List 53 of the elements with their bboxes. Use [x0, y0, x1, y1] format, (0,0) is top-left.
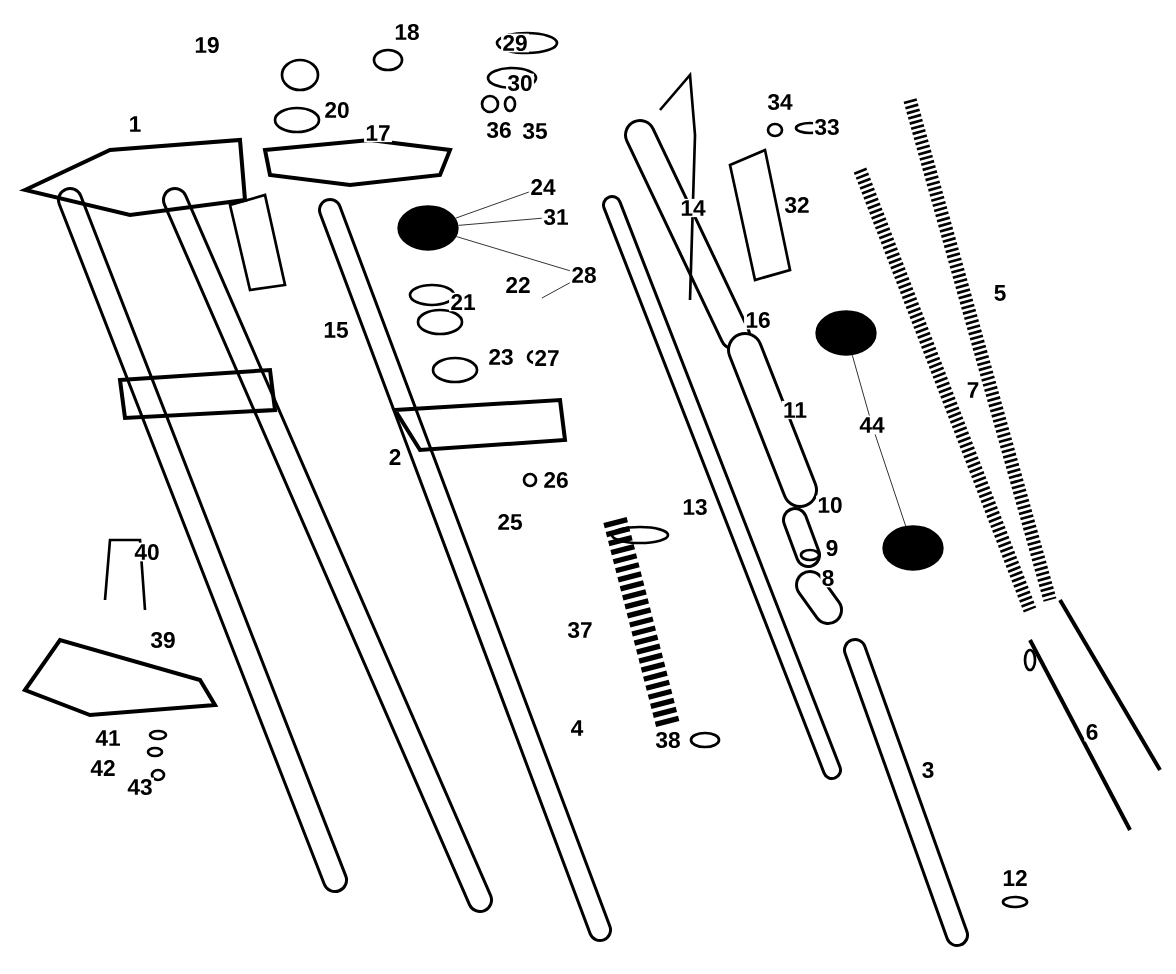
- callout-number: 43: [126, 777, 154, 797]
- callout-number: 44: [859, 417, 885, 433]
- callout-number: 23: [487, 347, 515, 367]
- leader-line: [456, 236, 571, 272]
- callout-number: 6: [1084, 722, 1100, 742]
- callout-number: 2: [387, 447, 403, 467]
- callout-number: 31: [543, 208, 568, 226]
- callout-number: 36: [485, 120, 513, 140]
- callout-number: 41: [94, 728, 122, 748]
- callout-number: 25: [496, 512, 524, 532]
- callout-number: 8: [820, 568, 836, 588]
- callout-number: 29: [501, 33, 529, 53]
- callout-number: 22: [504, 275, 532, 295]
- leader-line: [851, 354, 870, 416]
- callout-number: 10: [816, 495, 844, 515]
- callout-number: 7: [965, 380, 981, 400]
- callout-number: 16: [744, 310, 772, 330]
- callout-number: 38: [654, 730, 682, 750]
- callout-number: 18: [393, 22, 421, 42]
- callout-number: 3: [920, 760, 936, 780]
- callout-number: 34: [766, 92, 794, 112]
- callout-number: 33: [813, 117, 841, 137]
- callout-number: 39: [149, 630, 177, 650]
- nut-picture: [882, 525, 944, 571]
- callout-number: 15: [322, 320, 350, 340]
- callout-number: 1: [127, 114, 143, 134]
- callout-number: 21: [449, 292, 477, 312]
- nut-picture: [815, 310, 877, 356]
- callout-number: 40: [133, 542, 161, 562]
- callout-number: 4: [569, 718, 585, 738]
- callout-number: 11: [781, 400, 809, 420]
- callout-number: 35: [521, 121, 549, 141]
- callout-number: 28: [572, 266, 596, 284]
- callout-number: 12: [1001, 868, 1029, 888]
- callout-number: 17: [364, 123, 392, 143]
- leader-line: [874, 434, 907, 527]
- callout-number: 24: [531, 179, 556, 195]
- leader-line: [541, 282, 571, 299]
- callout-number: 32: [783, 195, 811, 215]
- leader-line: [455, 191, 530, 219]
- callout-number: 9: [824, 538, 840, 558]
- callout-number: 37: [566, 620, 594, 640]
- callout-number: 27: [533, 348, 561, 368]
- callout-number: 42: [89, 758, 117, 778]
- leader-line: [458, 217, 543, 226]
- callout-number: 19: [193, 35, 221, 55]
- callout-number: 5: [992, 283, 1008, 303]
- callout-number: 14: [679, 198, 707, 218]
- callout-number: 13: [681, 497, 709, 517]
- callout-number: 26: [542, 470, 570, 490]
- callout-number: 30: [506, 73, 534, 93]
- bearing-picture: [397, 205, 459, 251]
- callout-number: 20: [323, 100, 351, 120]
